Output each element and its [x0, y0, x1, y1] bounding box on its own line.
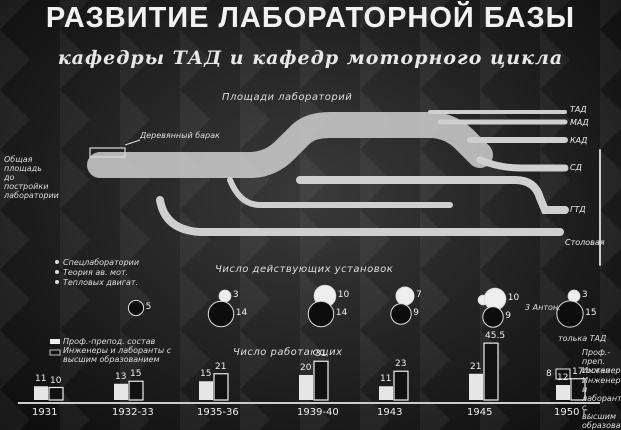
wooden-barrack	[89, 147, 126, 158]
install-circle-5-2	[482, 306, 504, 328]
bar-eng-value-0: 10	[50, 375, 62, 386]
legend-box-eng	[49, 349, 61, 356]
note-1950-installations: 3 Антон.	[525, 303, 561, 312]
bar-eng-value-3: 31	[315, 349, 327, 360]
legend-dot-heat	[55, 280, 59, 284]
install-value-2-0: 3	[232, 290, 239, 300]
bar-eng-value-1: 15	[130, 369, 142, 380]
install-value-4-1: 9	[413, 308, 419, 318]
install-value-4-0: 7	[415, 290, 422, 300]
total-area-label: Общая площадь до постройки лаборатории	[4, 155, 59, 200]
legend-dot-special	[55, 260, 59, 264]
legend-special: Спецлаборатории	[63, 258, 140, 267]
note-1950-prof: Проф.-преп. состав	[582, 348, 611, 375]
year-label-3: 1939-40	[297, 407, 339, 418]
year-label-1: 1932-33	[112, 407, 154, 418]
bar-eng-value-5: 45.5	[485, 331, 506, 342]
pipe-trunk	[87, 112, 493, 178]
install-circle-6-0	[567, 289, 581, 303]
install-value-2-1: 14	[235, 308, 248, 318]
bar-extra-1950	[555, 368, 571, 380]
bar-eng-4	[393, 370, 409, 401]
year-label-6: 1950 г.	[554, 407, 592, 418]
bar-prof-3	[299, 375, 313, 400]
legend-dot-theory	[55, 270, 59, 274]
year-label-2: 1935-36	[197, 407, 239, 418]
legend-prof: Проф.-препод. состав	[63, 337, 156, 346]
install-value-3-0: 10	[337, 290, 350, 300]
legend-theory: Теория ав. мот.	[63, 268, 129, 277]
install-value-3-1: 14	[335, 308, 348, 318]
installations-header: Число действующих установок	[215, 264, 394, 275]
install-value-6-0: 3	[581, 290, 588, 300]
bar-prof-2	[199, 381, 213, 400]
install-value-5-2: 9	[505, 311, 511, 321]
install-value-5-0: 2	[489, 294, 496, 304]
bar-prof-value-5: 21	[470, 361, 482, 372]
bar-prof-value-6: 12	[557, 373, 569, 383]
bar-extra-1950-value: 8	[546, 369, 552, 379]
barrack-label: Деревянный барак	[140, 131, 220, 140]
install-circle-1-0	[127, 299, 145, 317]
note-1950-eng: Инженеры	[582, 366, 621, 375]
bar-prof-value-1: 13	[115, 371, 127, 382]
bar-prof-value-4: 11	[380, 374, 392, 385]
bar-prof-value-0: 11	[35, 374, 47, 385]
install-circle-4-0	[395, 286, 415, 306]
areas-header: Площади лабораторий	[222, 92, 353, 103]
branch-kad-label: КАД	[570, 136, 588, 145]
pipe-gtd	[296, 176, 569, 214]
install-circle-2-0	[218, 289, 232, 303]
install-circle-6-1	[556, 300, 584, 328]
poster-subtitle: кафедры ТАД и кафедр моторного цикла	[57, 47, 564, 69]
install-value-6-1: 15	[585, 308, 597, 318]
bar-eng-5	[483, 342, 499, 401]
install-value-5-1: 10	[507, 293, 520, 303]
poster-title: РАЗВИТИЕ ЛАБОРАТОРНОЙ БАЗЫ	[45, 2, 576, 34]
bar-eng-1	[128, 380, 144, 401]
year-label-5: 1945	[467, 407, 493, 418]
branch-canteen-label: Столовая	[565, 238, 605, 247]
bar-eng-value-6: 17	[572, 366, 584, 377]
legend-box-prof	[50, 339, 60, 344]
bar-eng-value-4: 23	[395, 359, 407, 370]
pipe-sd	[476, 156, 569, 172]
install-circle-2-1	[207, 300, 235, 328]
branch-tad-label: ТАД	[570, 105, 587, 114]
bar-prof-4	[379, 386, 393, 400]
bar-eng-2	[213, 373, 229, 401]
bar-eng-value-2: 21	[215, 361, 227, 372]
install-circle-3-1	[307, 300, 335, 328]
bar-prof-value-3: 20	[300, 363, 312, 373]
bar-prof-1	[114, 383, 128, 400]
pipe-canteen	[156, 196, 564, 236]
workers-header: Число работающих	[233, 347, 343, 358]
bar-eng-0	[48, 386, 64, 401]
installations-circles	[127, 284, 584, 328]
branch-mad-label: МАД	[570, 118, 589, 127]
bar-prof-6	[556, 385, 570, 400]
branch-sd-label: СД	[570, 163, 582, 172]
year-label-0: 1931	[32, 407, 58, 418]
note-1950-eng-full: Инженеры и лаборанты с высшим образовани…	[582, 376, 621, 430]
bar-eng-6	[570, 378, 586, 401]
bar-prof-0	[34, 386, 48, 400]
bar-prof-value-2: 15	[200, 369, 212, 380]
install-value-1-0: 5	[145, 302, 152, 312]
workers-bars	[34, 342, 586, 401]
bar-prof-5	[469, 373, 483, 400]
year-label-4: 1943	[377, 407, 403, 418]
legend-heat: Тепловых двигат.	[63, 278, 139, 287]
bar-eng-3	[313, 360, 329, 401]
legend-markers	[49, 260, 61, 356]
pipe-branch-mid	[227, 177, 453, 208]
legend-eng: Инженеры и лаборанты с высшим образовани…	[63, 346, 172, 364]
install-circle-4-1	[390, 303, 412, 325]
extra-1950-label: толька ТАД	[558, 334, 607, 343]
branch-gtd-label: ГТД	[570, 205, 586, 214]
